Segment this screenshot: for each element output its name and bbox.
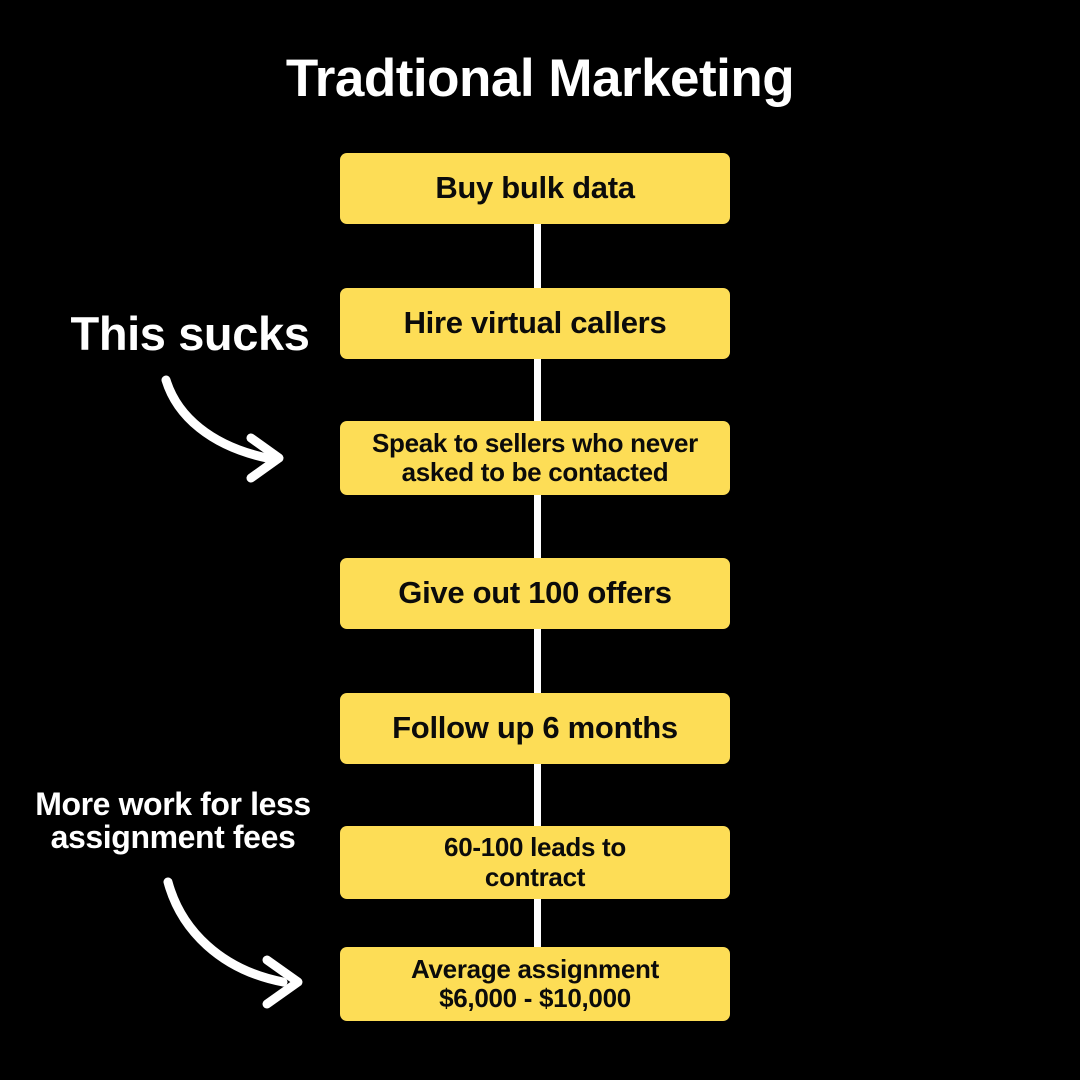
curved-arrow-down-right-icon: [163, 877, 303, 1009]
flow-step-label: Follow up 6 months: [392, 710, 678, 746]
flow-step-label: Speak to sellers who never asked to be c…: [371, 427, 698, 487]
flow-step-leads-to-contract[interactable]: 60-100 leads to contract: [340, 826, 730, 899]
flow-step-average-assignment[interactable]: Average assignment $6,000 - $10,000: [340, 947, 730, 1021]
flow-step-label: Hire virtual callers: [403, 305, 667, 341]
flow-step-label: Average assignment $6,000 - $10,000: [411, 953, 659, 1013]
flow-step-give-out-offers[interactable]: Give out 100 offers: [340, 558, 730, 629]
annotation-more-work-less-fees: More work for less assignment fees: [35, 786, 311, 856]
flow-step-hire-virtual-callers[interactable]: Hire virtual callers: [340, 288, 730, 359]
curved-arrow-down-right-icon: [161, 375, 284, 483]
flow-step-buy-bulk-data[interactable]: Buy bulk data: [340, 153, 730, 224]
flow-step-follow-up[interactable]: Follow up 6 months: [340, 693, 730, 764]
flow-step-label: Give out 100 offers: [398, 575, 672, 611]
flow-step-label: 60-100 leads to contract: [444, 832, 626, 892]
flow-step-label: Buy bulk data: [435, 170, 635, 206]
annotation-this-sucks: This sucks: [70, 307, 310, 360]
page-title: Tradtional Marketing: [285, 49, 795, 108]
flow-step-speak-to-sellers[interactable]: Speak to sellers who never asked to be c…: [340, 421, 730, 495]
